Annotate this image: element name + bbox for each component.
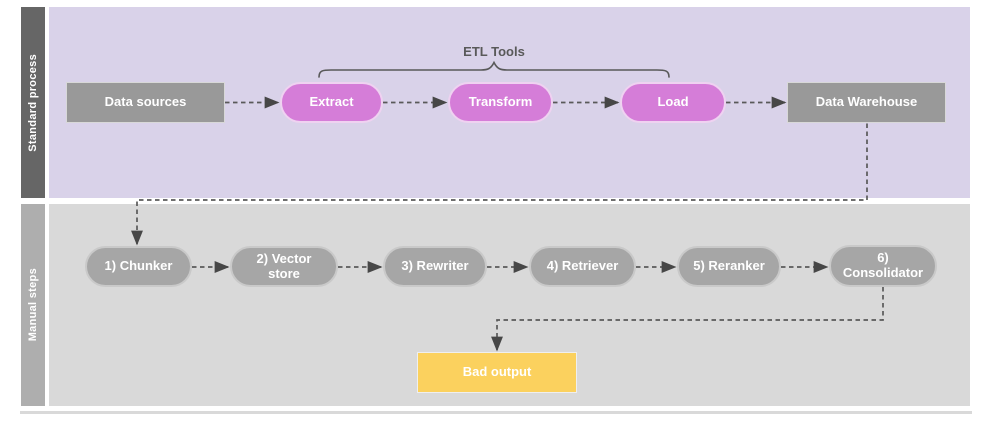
bottom-divider	[20, 411, 972, 414]
lane-manual-steps-title: Manual steps	[27, 268, 39, 342]
lane-standard-process-header: Standard process	[21, 7, 45, 198]
node-data-sources: Data sources	[66, 82, 225, 123]
node-chunker: 1) Chunker	[85, 246, 192, 287]
etl-tools-annotation: ETL Tools	[463, 44, 525, 59]
node-vector-store: 2) Vector store	[230, 246, 338, 287]
node-data-warehouse-label: Data Warehouse	[815, 94, 918, 110]
node-bad-output: Bad output	[417, 352, 577, 393]
node-reranker-label: 5) Reranker	[693, 258, 765, 274]
node-consolidator-label: 6) Consolidator	[842, 250, 924, 280]
node-extract: Extract	[280, 82, 383, 123]
node-transform-label: Transform	[468, 94, 533, 110]
node-bad-output-label: Bad output	[462, 364, 532, 380]
node-retriever-label: 4) Retriever	[546, 258, 619, 274]
node-rewriter-label: 3) Rewriter	[401, 258, 469, 274]
node-vector-store-label: 2) Vector store	[256, 250, 312, 281]
node-extract-label: Extract	[309, 94, 354, 110]
node-data-sources-label: Data sources	[104, 94, 187, 110]
node-data-warehouse: Data Warehouse	[787, 82, 946, 123]
node-transform: Transform	[448, 82, 553, 123]
lane-standard-process-title: Standard process	[27, 53, 39, 152]
node-reranker: 5) Reranker	[677, 246, 781, 287]
lane-manual-steps-header: Manual steps	[21, 204, 45, 406]
node-load: Load	[620, 82, 726, 123]
node-load-label: Load	[657, 94, 689, 110]
node-chunker-label: 1) Chunker	[104, 258, 173, 274]
node-retriever: 4) Retriever	[529, 246, 636, 287]
node-consolidator: 6) Consolidator	[829, 245, 937, 287]
node-rewriter: 3) Rewriter	[383, 246, 487, 287]
